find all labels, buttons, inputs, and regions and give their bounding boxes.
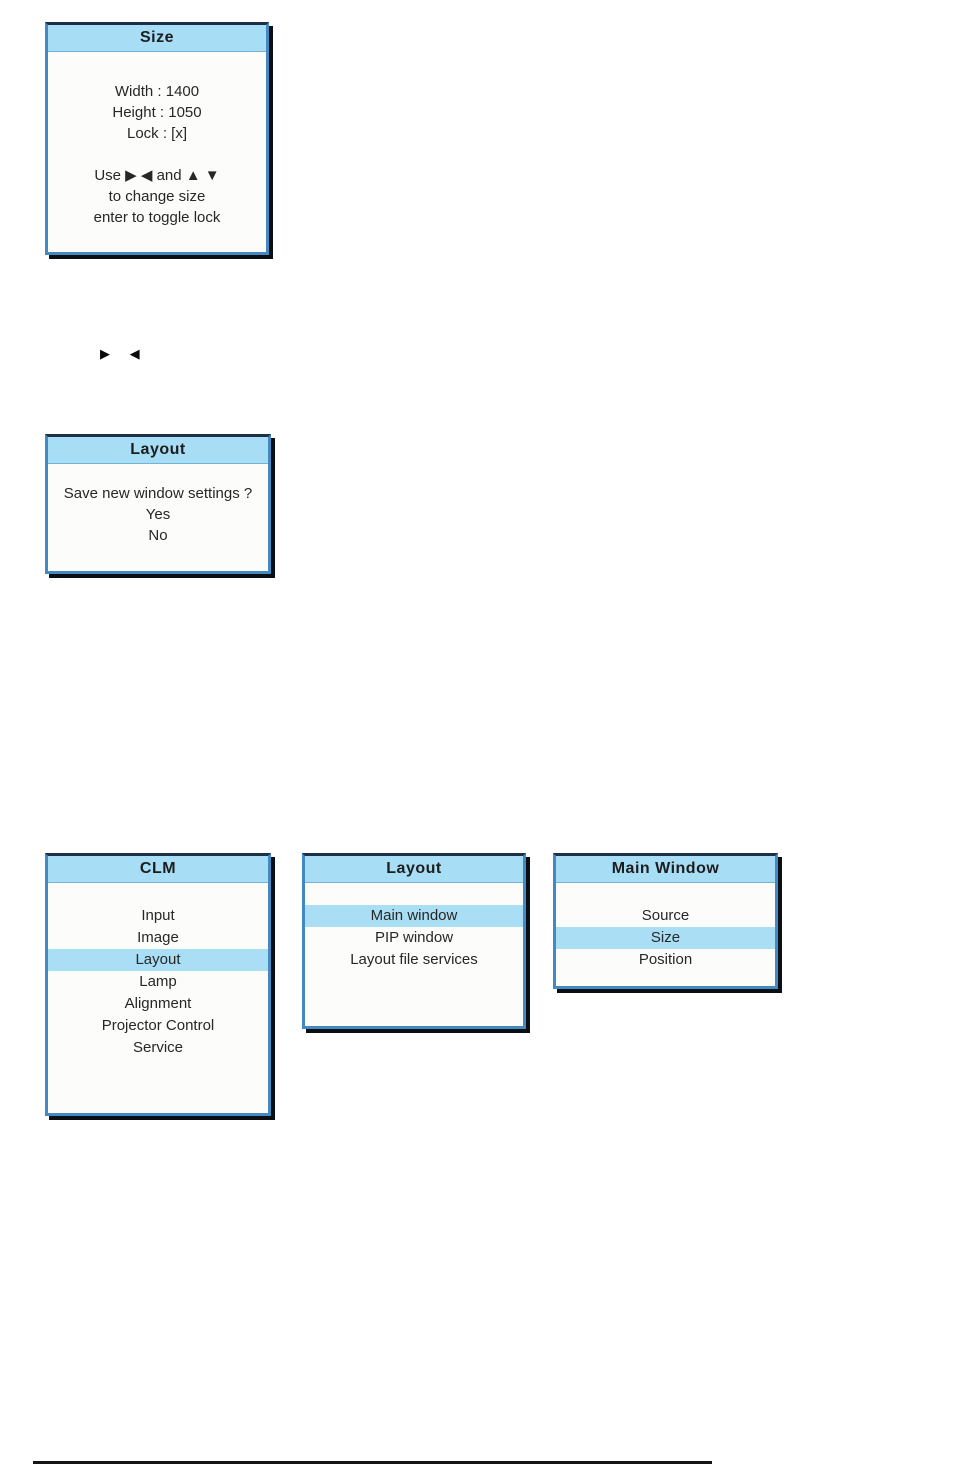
size-help-line-2: to change size xyxy=(108,188,206,205)
menu-spacer xyxy=(305,883,523,905)
size-help-line-3: enter to toggle lock xyxy=(93,209,221,226)
menu-item-service[interactable]: Service xyxy=(132,1039,184,1056)
save-settings-question: Save new window settings ? xyxy=(63,485,253,502)
menu-item-position[interactable]: Position xyxy=(638,951,693,968)
clm-menu-title: CLM xyxy=(48,856,268,883)
layout-dialog-body: Save new window settings ? Yes No xyxy=(48,464,268,546)
option-no[interactable]: No xyxy=(148,527,168,544)
menu-item-input[interactable]: Input xyxy=(141,907,175,924)
menu-spacer xyxy=(48,883,268,905)
size-menu-title: Size xyxy=(48,25,266,52)
menu-item-alignment[interactable]: Alignment xyxy=(124,995,192,1012)
menu-item-source[interactable]: Source xyxy=(641,907,690,924)
menu-item-layout[interactable]: Layout xyxy=(48,949,268,971)
layout-menu-title: Layout xyxy=(305,856,523,883)
size-width-field: Width : 1400 xyxy=(114,83,200,100)
layout-save-dialog-box: Layout Save new window settings ? Yes No xyxy=(45,434,271,574)
size-menu-body: Width : 1400 Height : 1050 Lock : [x] Us… xyxy=(48,52,266,228)
size-lock-field: Lock : [x] xyxy=(126,125,188,142)
menu-item-lamp[interactable]: Lamp xyxy=(139,973,177,990)
layout-menu-box: Layout Main window PIP window Layout fil… xyxy=(302,853,526,1029)
menu-item-projector-control[interactable]: Projector Control xyxy=(101,1017,215,1034)
size-height-field: Height : 1050 xyxy=(112,104,202,121)
menu-item-image[interactable]: Image xyxy=(137,929,179,946)
option-yes[interactable]: Yes xyxy=(145,506,171,523)
main-window-menu-box: Main Window Source Size Position xyxy=(553,853,778,989)
arrow-keys-icon: ▶ ◀ xyxy=(100,346,148,361)
size-help-line-1: Use ▶ ◀ and ▲ ▼ xyxy=(94,167,220,184)
layout-dialog-title: Layout xyxy=(48,437,268,464)
main-window-menu-title: Main Window xyxy=(556,856,775,883)
menu-item-layout-file-services[interactable]: Layout file services xyxy=(350,951,478,968)
menu-spacer xyxy=(556,883,775,905)
footer-rule xyxy=(33,1461,712,1464)
menu-item-main-window[interactable]: Main window xyxy=(305,905,523,927)
menu-item-pip-window[interactable]: PIP window xyxy=(374,929,454,946)
size-menu-box: Size Width : 1400 Height : 1050 Lock : [… xyxy=(45,22,269,255)
blank-line xyxy=(48,144,266,165)
menu-item-size[interactable]: Size xyxy=(556,927,775,949)
clm-menu-box: CLM Input Image Layout Lamp Alignment Pr… xyxy=(45,853,271,1116)
